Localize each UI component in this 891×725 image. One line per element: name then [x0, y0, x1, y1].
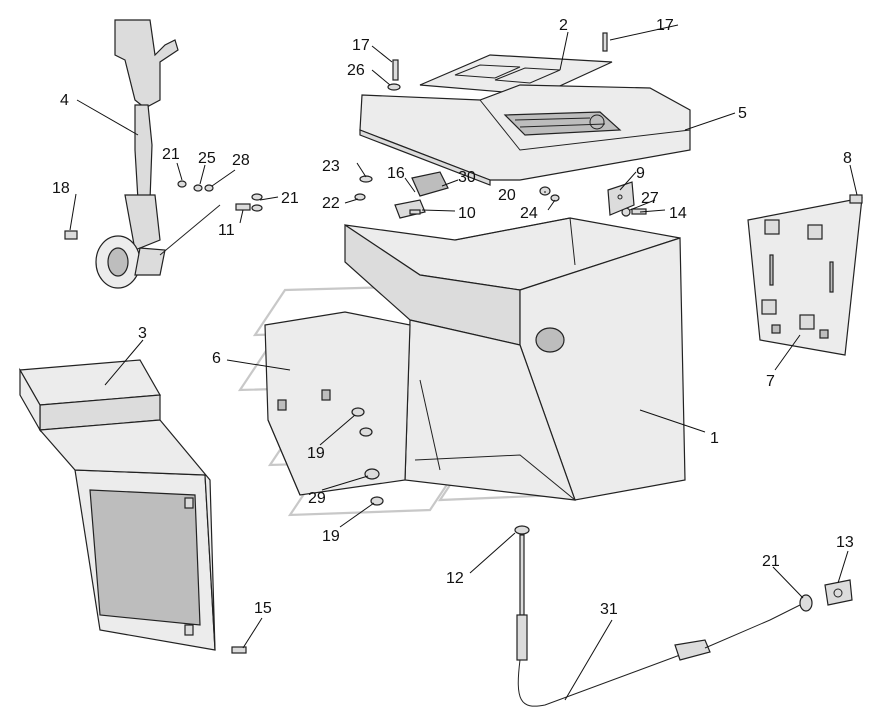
fasteners-lever — [64, 180, 263, 240]
callout-labels: 1 2 3 4 5 6 7 8 9 10 11 12 13 14 15 16 1… — [52, 17, 854, 618]
callout-21c: 21 — [762, 553, 780, 570]
callout-9: 9 — [636, 165, 645, 182]
callout-19b: 19 — [322, 528, 340, 545]
callout-17b: 17 — [656, 17, 674, 34]
callout-27: 27 — [641, 190, 659, 207]
part-gear-lever — [95, 19, 221, 289]
callout-20: 20 — [498, 187, 516, 204]
callout-21a: 21 — [162, 146, 180, 163]
part-main-cabinet — [344, 217, 686, 501]
callout-1: 1 — [710, 430, 719, 447]
callout-14: 14 — [669, 205, 687, 222]
callout-29: 29 — [308, 490, 326, 507]
callout-10: 10 — [458, 205, 476, 222]
part-upper-housing — [359, 84, 691, 186]
callout-7: 7 — [766, 373, 775, 390]
callout-17a: 17 — [352, 37, 370, 54]
part-side-panel — [264, 311, 411, 496]
part-cable-clamp — [799, 579, 853, 612]
part-cable — [517, 604, 801, 707]
callout-26: 26 — [347, 62, 365, 79]
fasteners-upper — [354, 32, 647, 217]
callout-11: 11 — [218, 222, 235, 239]
callout-31: 31 — [600, 601, 618, 618]
part-bracket-9 — [607, 181, 635, 216]
callout-22: 22 — [322, 195, 340, 212]
washers-lower — [351, 407, 384, 506]
callout-3: 3 — [138, 325, 147, 342]
callout-12: 12 — [446, 570, 464, 587]
callout-28: 28 — [232, 152, 250, 169]
callout-25: 25 — [198, 150, 216, 167]
callout-24: 24 — [520, 205, 538, 222]
callout-4: 4 — [60, 92, 69, 109]
part-side-plate — [747, 194, 863, 356]
callout-2: 2 — [559, 17, 568, 34]
part-screw-15 — [231, 646, 247, 654]
callout-18: 18 — [52, 180, 70, 197]
callout-8: 8 — [843, 150, 852, 167]
callout-19a: 19 — [307, 445, 325, 462]
part-bracket-small — [394, 171, 449, 219]
callout-6: 6 — [212, 350, 221, 367]
callout-15: 15 — [254, 600, 272, 617]
callout-21b: 21 — [281, 190, 299, 207]
part-cable-rod — [514, 525, 530, 661]
callout-5: 5 — [738, 105, 747, 122]
callout-16: 16 — [387, 165, 405, 182]
callout-30: 30 — [458, 169, 476, 186]
callout-13: 13 — [836, 534, 854, 551]
callout-23: 23 — [322, 158, 340, 175]
part-door — [19, 359, 216, 651]
leader-lines — [69, 24, 858, 701]
